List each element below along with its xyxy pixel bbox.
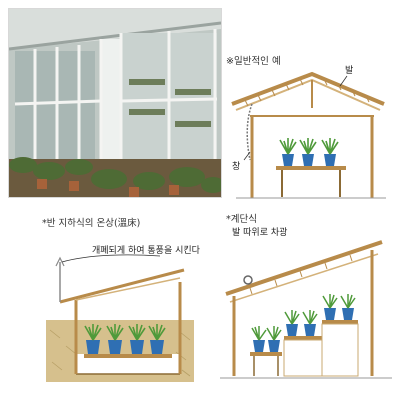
potted-plant-icon	[299, 138, 317, 166]
semi-underground-diagram	[46, 254, 194, 382]
potted-plant-icon	[302, 310, 318, 336]
potted-plant-icon	[148, 324, 166, 354]
potted-plant-icon	[321, 138, 339, 166]
semi-underground-note: 개폐되게 하여 통풍을 시킨다	[92, 246, 200, 256]
potted-plant-icon	[284, 310, 300, 336]
potted-plant-icon	[279, 138, 297, 166]
potted-plant-icon	[84, 324, 102, 354]
general-greenhouse-diagram	[231, 71, 386, 199]
general-title: ※일반적인 예	[226, 56, 281, 67]
stepped-diagram	[220, 240, 392, 379]
stepped-note: 발 따위로 차광	[232, 228, 288, 238]
semi-underground-title: *반 지하식의 온상(溫床)	[42, 218, 141, 229]
potted-plant-icon	[251, 326, 267, 352]
roof-label: 발	[345, 66, 354, 76]
greenhouse-photo	[8, 8, 222, 198]
potted-plant-icon	[266, 326, 282, 352]
potted-plant-icon	[340, 294, 356, 320]
stepped-title: *계단식	[226, 214, 257, 225]
potted-plant-icon	[106, 324, 124, 354]
window-label: 창	[232, 162, 241, 172]
potted-plant-icon	[128, 324, 146, 354]
potted-plant-icon	[322, 294, 338, 320]
